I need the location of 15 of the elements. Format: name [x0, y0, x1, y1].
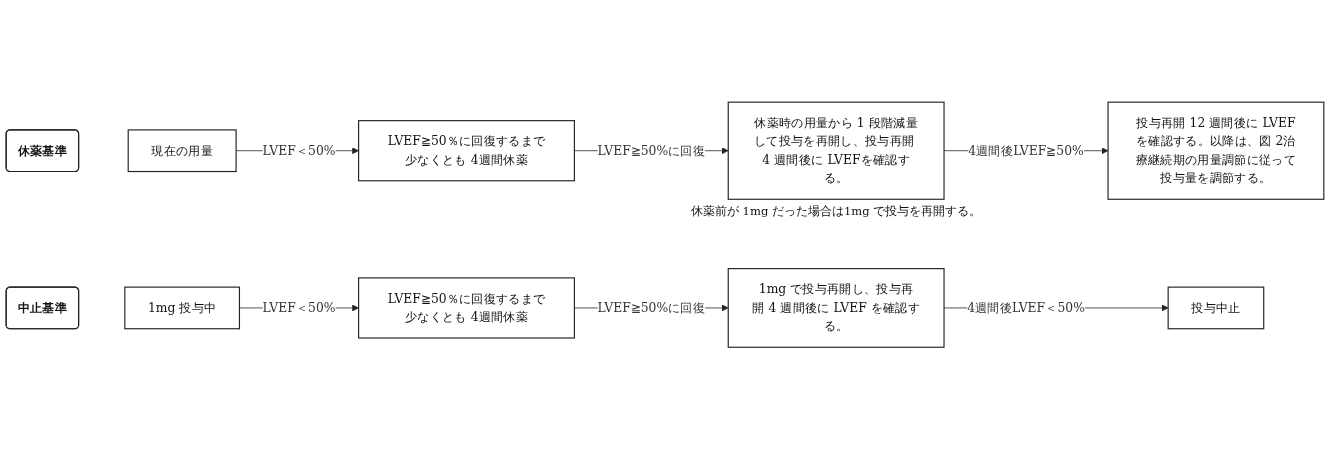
node-box: 1mg 投与中 — [124, 286, 240, 330]
edge-label: LVEF＜50% — [262, 300, 336, 316]
node-box: 投与再開 12 週間後に LVEFを確認する。以降は、図 2治療継続期の用量調節に従って投与量を調節する。 — [1107, 101, 1325, 201]
edge-label: LVEF＜50% — [262, 143, 336, 158]
edge-label: 4週間後LVEF≧50% — [968, 143, 1084, 158]
node-box: 1mg で投与再開し、投与再開 4 週間後に LVEF を確認する。 — [727, 268, 945, 349]
edge-label: LVEF≧50%に回復 — [597, 143, 706, 158]
node-box: 休薬時の用量から 1 段階減量して投与を再開し、投与再開 4 週間後に LVEFを確認する。 — [727, 101, 945, 201]
edge-label: 4週間後LVEF＜50% — [967, 300, 1085, 316]
node-box: LVEF≧50％に回復するまで少なくとも 4週間休薬 — [358, 277, 575, 339]
node-box: 投与中止 — [1167, 286, 1265, 330]
edge-label: LVEF≧50%に回復 — [597, 300, 706, 316]
node-label: 休薬前が 1mg だった場合は1mg で投与を再開する。 — [690, 203, 982, 218]
node-box: LVEF≧50％に回復するまで少なくとも 4週間休薬 — [358, 120, 575, 182]
node-box: 現在の用量 — [127, 129, 237, 173]
